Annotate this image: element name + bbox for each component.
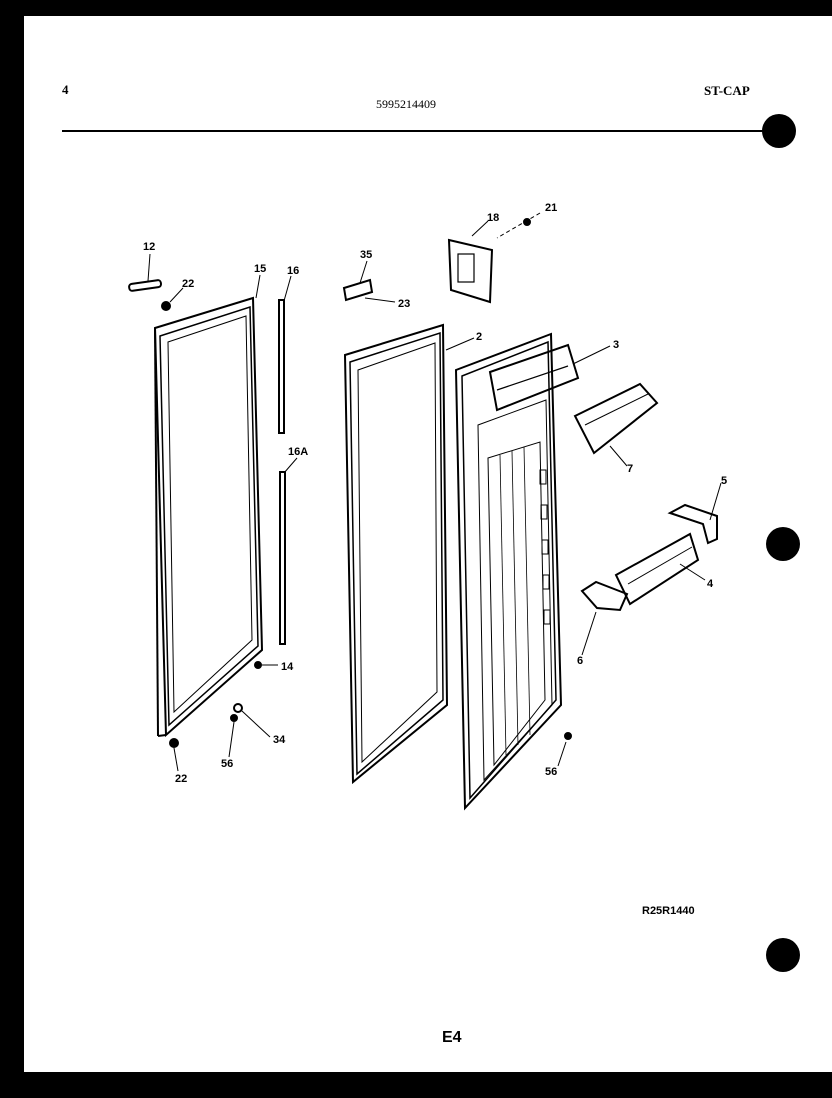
door-liner bbox=[454, 332, 580, 811]
callout-21: 21 bbox=[545, 202, 557, 214]
callout-12: 12 bbox=[143, 241, 155, 253]
screw-56-right bbox=[564, 732, 572, 740]
callout-16: 16 bbox=[287, 265, 299, 277]
callout-22-top: 22 bbox=[182, 278, 194, 290]
callout-22-bottom: 22 bbox=[175, 773, 187, 785]
hinge-35 bbox=[342, 278, 374, 302]
callout-7: 7 bbox=[627, 463, 633, 475]
model-code: ST-CAP bbox=[704, 83, 750, 98]
screw-22-top bbox=[161, 301, 171, 311]
handle-pin-12 bbox=[128, 279, 163, 292]
callout-6: 6 bbox=[577, 655, 583, 667]
screw-14 bbox=[254, 661, 262, 669]
diagram-sheet: 4 5995214409 ST-CAP R25R1440 E4 bbox=[24, 16, 832, 1072]
drawing-code: R25R1440 bbox=[642, 905, 695, 917]
trim-strip-16 bbox=[278, 299, 285, 434]
callout-2: 2 bbox=[476, 331, 482, 343]
door-frame-15 bbox=[153, 296, 264, 738]
callout-14: 14 bbox=[281, 661, 294, 673]
callout-15: 15 bbox=[254, 263, 266, 275]
callout-34: 34 bbox=[273, 734, 286, 746]
screw-21 bbox=[523, 218, 531, 226]
part-number: 5995214409 bbox=[376, 97, 436, 111]
binder-hole-top bbox=[762, 114, 796, 148]
page-number: 4 bbox=[62, 82, 69, 97]
callout-23: 23 bbox=[398, 298, 410, 310]
binder-hole-bottom bbox=[766, 938, 800, 972]
shelf-rail-7 bbox=[573, 382, 659, 455]
callout-5: 5 bbox=[721, 475, 727, 487]
callout-16A: 16A bbox=[288, 446, 308, 458]
callout-4: 4 bbox=[707, 578, 714, 590]
page-id: E4 bbox=[442, 1029, 462, 1046]
screw-56-left bbox=[230, 714, 238, 722]
trim-strip-16A bbox=[279, 471, 286, 645]
clip-5 bbox=[667, 503, 718, 545]
callout-3: 3 bbox=[613, 339, 619, 351]
header-rule bbox=[62, 130, 782, 132]
washer-34 bbox=[233, 703, 243, 713]
callout-35: 35 bbox=[360, 249, 372, 261]
callout-56-right: 56 bbox=[545, 766, 557, 778]
hinge-bracket-18 bbox=[447, 238, 494, 304]
screw-22-bottom bbox=[169, 738, 179, 748]
shelf-end-6 bbox=[580, 580, 629, 612]
binder-hole-middle bbox=[766, 527, 800, 561]
callout-56-left: 56 bbox=[221, 758, 233, 770]
door-gasket-2 bbox=[343, 323, 449, 785]
callout-18: 18 bbox=[487, 212, 499, 224]
